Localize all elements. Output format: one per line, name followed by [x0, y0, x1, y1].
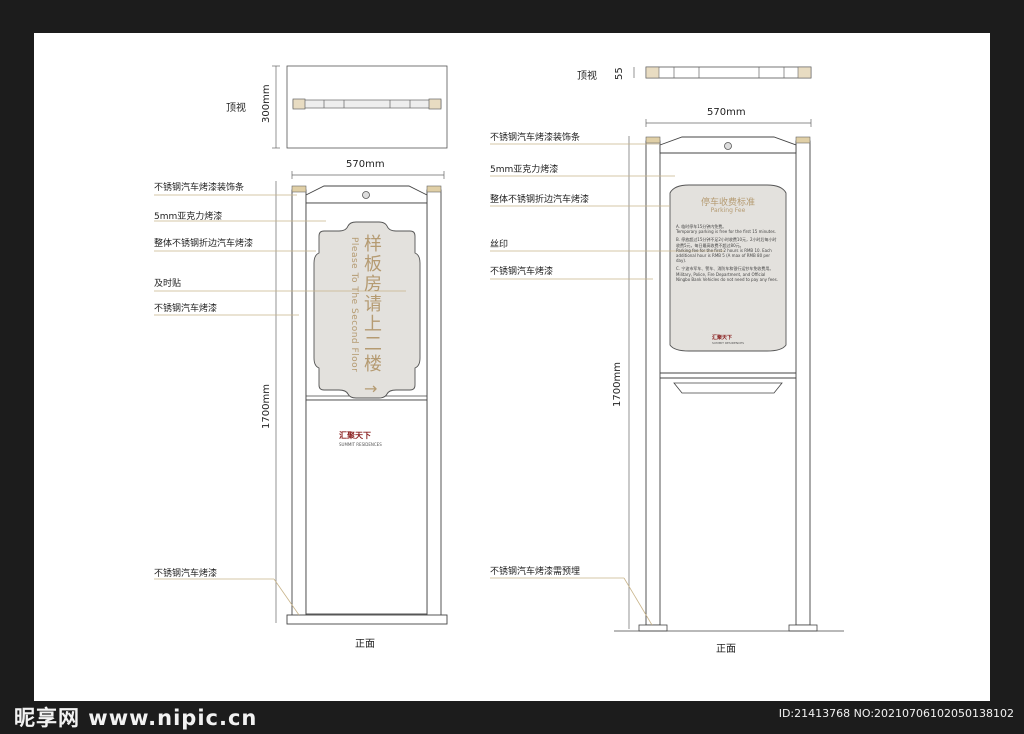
left-callout-5: 不锈钢汽车烤漆 — [154, 304, 218, 314]
watermark-id: ID:21413768 NO:20210706102050138102 — [778, 707, 1014, 720]
left-callout-2: 5mm亚克力烤漆 — [154, 212, 223, 222]
left-callout-6: 不锈钢汽车烤漆 — [154, 569, 218, 579]
rule-c-en: Military, Police, Fire Department, and O… — [676, 271, 778, 282]
left-top-view-label: 顶视 — [226, 103, 246, 114]
right-front-view — [614, 119, 844, 632]
left-sign-chinese: 样板房请上二楼 — [364, 234, 382, 375]
rule-a-en: Temporary parking is free for the first … — [676, 229, 777, 235]
rule-a-cn: A. 临时停车15分钟内免费。 — [676, 224, 727, 229]
right-callout-1: 不锈钢汽车烤漆装饰条 — [490, 133, 581, 143]
drawing-canvas — [154, 65, 844, 632]
right-width-dimension: 570mm — [707, 107, 746, 118]
left-width-dimension: 570mm — [346, 159, 385, 170]
right-top-view — [633, 66, 812, 79]
left-depth-dimension: 300mm — [261, 84, 272, 123]
right-logo-text: 汇聚天下 — [712, 335, 733, 341]
left-front-label: 正面 — [355, 639, 375, 650]
right-depth-dimension: 55 — [614, 67, 625, 80]
right-callout-5: 不锈钢汽车烤漆 — [490, 267, 554, 277]
rule-b-cn: B. 停放超过15分钟不足2小时收费10元，2小时后每小时收费5元，每日最高收费… — [676, 237, 777, 248]
left-sign-arrow: → — [364, 379, 378, 398]
left-top-view — [272, 65, 448, 149]
leader-lines — [154, 143, 724, 626]
right-sign-rules: A. 临时停车15分钟内免费。 Temporary parking is fre… — [676, 224, 780, 282]
left-front-view — [275, 171, 448, 625]
right-sign-title: 停车收费标准 — [700, 198, 755, 208]
left-height-dimension: 1700mm — [261, 384, 272, 429]
left-callout-3: 整体不锈钢折边汽车烤漆 — [154, 239, 254, 249]
left-logo-text: 汇聚天下 — [339, 431, 371, 440]
rule-c-cn: C. 宁波市军车、警车、消防车和银行运钞车免收费用。 — [676, 266, 774, 272]
right-callout-4: 丝印 — [490, 240, 509, 250]
right-logo-subtext: SUMMIT RESIDENCES — [712, 341, 745, 345]
right-callout-6: 不锈钢汽车烤漆需预埋 — [490, 567, 581, 577]
right-callout-3: 整体不锈钢折边汽车烤漆 — [490, 195, 590, 205]
left-callout-4: 及时贴 — [154, 279, 182, 289]
right-front-label: 正面 — [716, 644, 736, 655]
left-logo-subtext: SUMMIT RESIDENCES — [339, 442, 382, 447]
right-top-view-label: 顶视 — [577, 71, 597, 82]
left-sign-english: Please To The Second Floor — [349, 237, 359, 373]
right-callout-2: 5mm亚克力烤漆 — [490, 165, 559, 175]
watermark-site: 昵享网 www.nipic.cn — [14, 706, 258, 730]
rule-b-en: Parking fee for the first 2 hours is RMB… — [676, 247, 772, 264]
drawing-sheet: 顶视 300mm 570mm 1700mm 正面 不锈钢汽车烤漆装饰条 5mm亚… — [34, 33, 990, 701]
right-height-dimension: 1700mm — [612, 362, 623, 407]
left-callout-1: 不锈钢汽车烤漆装饰条 — [154, 183, 245, 193]
right-sign-subtitle: Parking Fee — [710, 207, 746, 214]
